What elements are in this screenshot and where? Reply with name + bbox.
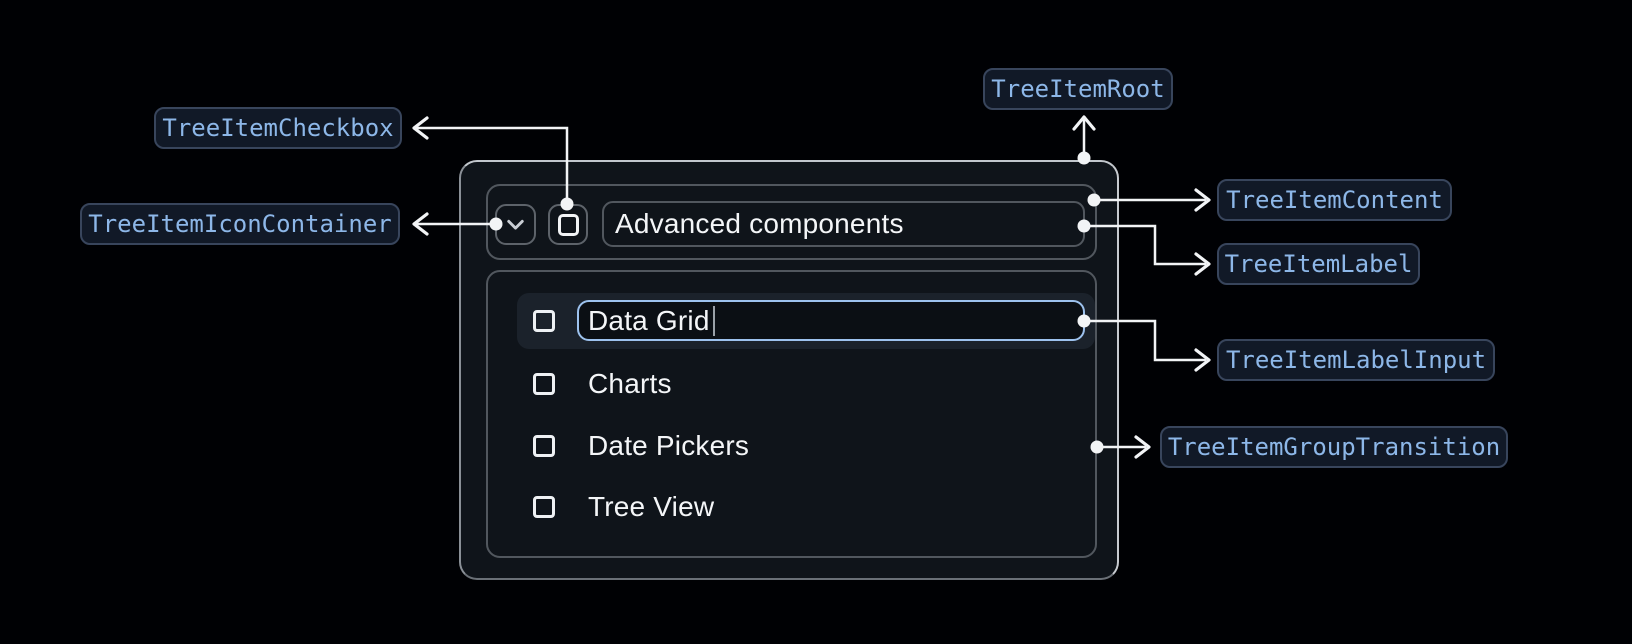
label-input-value: Data Grid xyxy=(588,304,710,336)
checkbox-unchecked-icon[interactable] xyxy=(533,373,555,395)
arrowhead-left xyxy=(412,116,429,140)
checkbox-unchecked-icon xyxy=(557,213,579,236)
badge-tree-item-icon-container: TreeItemIconContainer xyxy=(80,203,400,245)
text-caret xyxy=(712,305,716,336)
tree-item-checkbox[interactable] xyxy=(548,204,588,245)
tree-row-data-grid[interactable]: Data Grid xyxy=(517,293,1095,349)
tree-item-group-transition xyxy=(486,270,1097,558)
tree-item-label-input[interactable]: Data Grid xyxy=(577,300,1085,341)
arrowhead-right xyxy=(1194,252,1211,276)
checkbox-unchecked-icon[interactable] xyxy=(533,310,555,332)
badge-tree-item-checkbox: TreeItemCheckbox xyxy=(154,107,402,149)
parent-label-text: Advanced components xyxy=(615,208,904,239)
tree-row-date-pickers[interactable]: Date Pickers xyxy=(517,418,1095,474)
tree-item-label[interactable]: Advanced components xyxy=(602,201,1085,247)
arrowhead-right xyxy=(1134,435,1151,459)
arrowhead-up xyxy=(1072,115,1096,131)
checkbox-unchecked-icon[interactable] xyxy=(533,435,555,457)
badge-tree-item-content: TreeItemContent xyxy=(1217,179,1452,221)
tree-item-root-panel xyxy=(459,160,1119,580)
tree-row-label: Charts xyxy=(588,368,672,399)
badge-tree-item-label: TreeItemLabel xyxy=(1217,243,1420,285)
arrowhead-left xyxy=(412,212,429,236)
tree-row-label: Tree View xyxy=(588,491,715,522)
badge-tree-item-root: TreeItemRoot xyxy=(983,68,1173,110)
chevron-down-icon xyxy=(507,219,524,230)
badge-tree-item-group-transition: TreeItemGroupTransition xyxy=(1160,426,1508,468)
checkbox-unchecked-icon[interactable] xyxy=(533,496,555,518)
tree-row-tree-view[interactable]: Tree View xyxy=(517,479,1095,535)
tree-row-label: Date Pickers xyxy=(588,430,750,461)
badge-tree-item-label-input: TreeItemLabelInput xyxy=(1217,339,1495,381)
arrowhead-right xyxy=(1194,348,1211,372)
tree-item-icon-container[interactable] xyxy=(495,204,536,245)
tree-item-content[interactable] xyxy=(486,184,1097,260)
tree-row-charts[interactable]: Charts xyxy=(517,356,1095,412)
arrowhead-right xyxy=(1194,188,1211,212)
